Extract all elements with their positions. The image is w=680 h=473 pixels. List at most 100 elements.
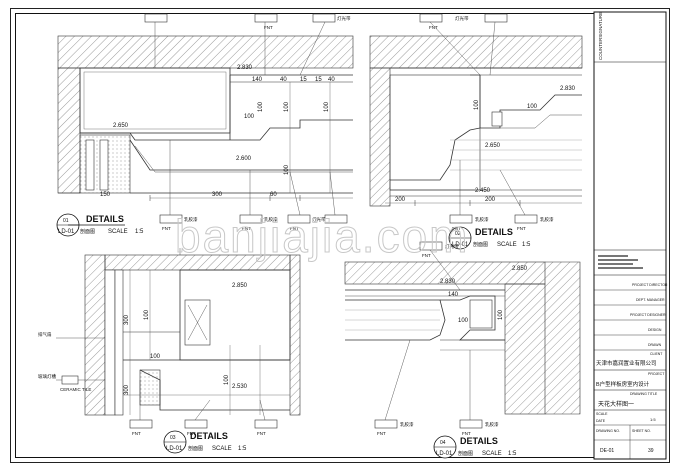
- detail-03-dims: 2.850 2.530 300 100 300 100 100: [124, 283, 248, 395]
- detail-01-label: 01 LD-01 DETAILS 剖面图 SCALE 1:5: [58, 214, 144, 235]
- d2-scale: 1:5: [522, 242, 531, 248]
- d1-callout-1: 乳胶漆: [184, 216, 198, 223]
- title-block: [593, 11, 667, 460]
- d2-dim-5: 100: [474, 99, 480, 110]
- d4-tag-1: FNT: [377, 431, 386, 436]
- d2-sheet: LD-01: [452, 242, 469, 248]
- d1-tag-3: FNT: [290, 226, 299, 231]
- d2-dim-3: 100: [527, 104, 538, 110]
- d2-tag-1: FNT: [452, 226, 461, 231]
- d2-dim-4: 200: [395, 197, 406, 203]
- d3-dim-5: 100: [150, 354, 161, 360]
- detail-03-label: 03 LD-01 DETAILS 剖面图 SCALE 1:5: [166, 431, 247, 452]
- d2-tag-0: FNT: [429, 25, 438, 30]
- detail-02-tags: FNT FNT FNT 灯光带 乳胶漆 乳胶漆: [429, 15, 554, 231]
- d4-scale: 1:5: [508, 451, 517, 457]
- d4-dim-0: 2.830: [440, 279, 456, 285]
- d2-callout-0: 灯光带: [455, 15, 469, 22]
- d1-dim-13: 100: [324, 101, 330, 112]
- d1-dim-8: 140: [252, 77, 263, 83]
- tb-drawing-no: DE-01: [600, 448, 614, 454]
- d4-dim-1: 2.850: [512, 266, 528, 272]
- d1-dim-7: 100: [284, 101, 290, 112]
- d1-tag-1: FNT: [162, 226, 171, 231]
- d1-dim-1: 2.650: [113, 123, 129, 129]
- d1-tag-0: FNT: [264, 25, 273, 30]
- d4-dim-2: 140: [448, 292, 459, 298]
- d3-num: 03: [170, 435, 176, 441]
- d2-dim-2: 2.450: [475, 188, 491, 194]
- d3-callout-1: 玻璃灯槽: [38, 373, 56, 380]
- d3-sub: 剖面图: [188, 445, 203, 452]
- d3-dim-1: 2.530: [232, 384, 248, 390]
- d1-dim-3: 100: [244, 114, 255, 120]
- d1-title: DETAILS: [86, 214, 124, 224]
- d2-dim-0: 2.830: [560, 86, 576, 92]
- d1-num: 01: [63, 218, 69, 224]
- d3-dim-0: 2.850: [232, 283, 248, 289]
- tb-sheet-no: 39: [648, 448, 654, 454]
- d3-callout-2: CERAMIC TILE: [60, 387, 91, 392]
- d4-dim-3: 100: [458, 318, 469, 324]
- d4-num: 04: [440, 440, 446, 446]
- detail-01-tags: FNT FNT FNT FNT 灯光带 乳胶漆 乳胶漆 灯光带: [162, 15, 351, 231]
- detail-04-dims: 2.830 2.850 140 100 100: [440, 266, 528, 324]
- d2-tag-2: FNT: [517, 226, 526, 231]
- detail-03: [56, 248, 301, 454]
- d1-dim-6: 60: [270, 192, 277, 198]
- d2-callout-1: 乳胶漆: [475, 216, 489, 223]
- d4-callout-1: 乳胶漆: [400, 421, 414, 428]
- d1-tag-2: FNT: [242, 226, 251, 231]
- d3-tag-0: FNT: [132, 431, 141, 436]
- d1-callout-0: 灯光带: [337, 15, 351, 22]
- d1-dim-10: 40: [280, 77, 287, 83]
- d1-dim-14: 40: [328, 77, 335, 83]
- d4-callout-0: 灯光带: [445, 243, 459, 250]
- d2-sub: 剖面图: [473, 241, 488, 248]
- tb-label-director: PROJECT DIRECTOR: [632, 283, 668, 287]
- detail-02-dims: 2.830 2.650 2.450 100 200 100 200: [395, 86, 576, 203]
- tb-label-drawn: DRAWN: [648, 343, 662, 347]
- d3-tag-2: FNT: [257, 431, 266, 436]
- tb-label-date: DATE: [596, 419, 606, 423]
- d1-dim-2: 2.600: [236, 156, 252, 162]
- d1-dim-5: 300: [212, 192, 223, 198]
- d3-dim-4: 300: [124, 384, 130, 395]
- d1-sub: 剖面图: [80, 228, 95, 235]
- d1-callout-2: 乳胶漆: [264, 216, 278, 223]
- detail-01: [56, 13, 354, 237]
- tb-label-client: CLIENT: [650, 352, 663, 356]
- detail-02-label: 02 LD-01 DETAILS 剖面图 SCALE 1:5: [452, 227, 531, 248]
- detail-04-label: 04 LD-01 DETAILS 剖面图 SCALE 1:5: [436, 436, 517, 457]
- d2-title: DETAILS: [475, 227, 513, 237]
- watermark: banjiajia.com: [175, 210, 469, 262]
- tb-label-designer: PROJECT DESIGNER: [630, 313, 666, 317]
- d1-dim-9: 100: [284, 164, 290, 175]
- d4-tag-0: FNT: [422, 253, 431, 258]
- tb-label-project: PROJECT: [648, 372, 665, 376]
- d3-dim-3: 100: [144, 309, 150, 320]
- d3-dim-2: 300: [124, 314, 130, 325]
- d2-num: 02: [455, 231, 461, 237]
- d4-dim-4: 100: [498, 309, 504, 320]
- d2-callout-2: 乳胶漆: [540, 216, 554, 223]
- tb-label-drawing-title: DRAWING TITLE: [630, 392, 658, 396]
- d3-sheet: LD-01: [166, 446, 183, 452]
- d3-scale: 1:5: [238, 446, 247, 452]
- d3-dim-6: 100: [224, 374, 230, 385]
- d4-callout-2: 乳胶漆: [485, 421, 499, 428]
- d2-dim-6: 200: [485, 197, 496, 203]
- d4-sheet: LD-01: [436, 451, 453, 457]
- d4-sub: 剖面图: [458, 450, 473, 457]
- tb-label-scale: SCALE: [596, 412, 608, 416]
- d4-tag-2: FNT: [462, 431, 471, 436]
- d1-sheet: LD-01: [58, 229, 75, 235]
- tb-scale: 1:5: [650, 417, 656, 422]
- tb-label-manager: DEPT. MANAGER: [636, 298, 665, 302]
- d1-callout-3: 灯光带: [312, 216, 326, 223]
- detail-02: [369, 13, 583, 250]
- d1-dim-11: 15: [300, 77, 307, 83]
- tb-countersignature: COUNTERSIGNATURE: [598, 12, 603, 60]
- tb-label-design: DESIGN: [648, 328, 662, 332]
